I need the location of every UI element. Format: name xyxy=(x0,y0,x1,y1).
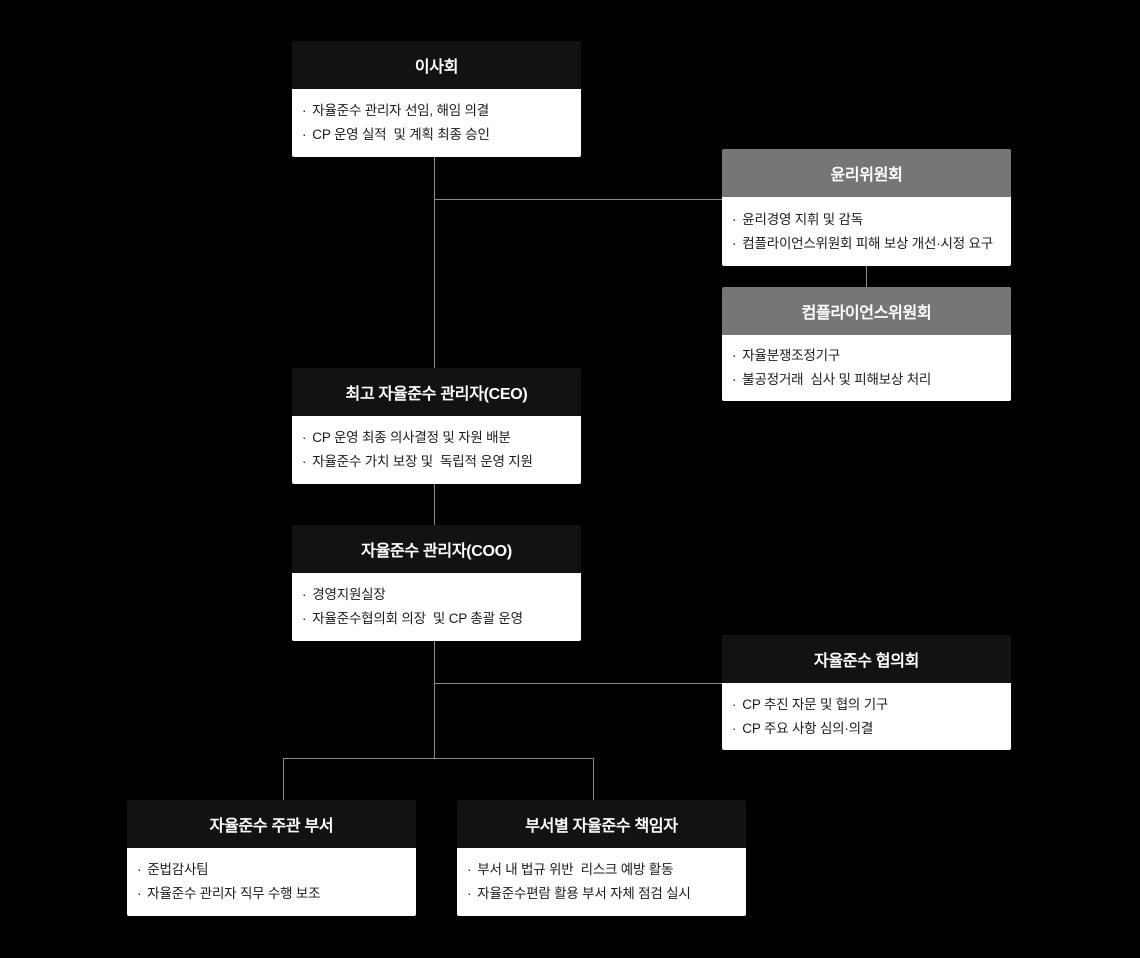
org-node-department-managers: 부서별 자율준수 책임자 · 부서 내 법규 위반 리스크 예방 활동 · 자율… xyxy=(457,800,746,916)
org-node-council-title: 자율준수 협의회 xyxy=(813,653,920,670)
list-item: · CP 추진 자문 및 협의 기구 xyxy=(732,695,1001,715)
org-node-department-managers-header: 부서별 자율준수 책임자 xyxy=(457,800,746,848)
org-node-ethics-committee-header: 윤리위원회 xyxy=(722,149,1011,197)
list-item-text: 경영지원실장 xyxy=(312,587,386,602)
bullet-dot: · xyxy=(732,235,737,251)
list-item: · CP 운영 최종 의사결정 및 자원 배분 xyxy=(302,428,571,448)
bullet-dot: · xyxy=(732,348,737,363)
list-item-text: CP 운영 최종 의사결정 및 자원 배분 xyxy=(312,430,511,445)
list-item: · 자율분쟁조정기구 xyxy=(732,346,1001,366)
list-item: · 컴플라이언스위원회 피해 보상 개선·시정 요구 xyxy=(732,234,1001,254)
connector-branch-to-council xyxy=(434,683,722,684)
org-node-ethics-committee: 윤리위원회 · 윤리경영 지휘 및 감독 · 컴플라이언스위원회 피해 보상 개… xyxy=(722,149,1011,266)
org-node-ethics-committee-title: 윤리위원회 xyxy=(830,167,903,184)
list-item: · 경영지원실장 xyxy=(302,585,571,605)
org-node-board: 이사회 · 자율준수 관리자 선임, 해임 의결 · CP 운영 실적 및 계획… xyxy=(292,41,581,157)
list-item: · CP 운영 실적 및 계획 최종 승인 xyxy=(302,125,571,145)
org-node-coo: 자율준수 관리자(COO) · 경영지원실장 · 자율준수협의회 의장 및 CP… xyxy=(292,525,581,641)
bullet-dot: · xyxy=(302,127,307,142)
org-node-board-header: 이사회 xyxy=(292,41,581,89)
list-item-text: CP 운영 실적 및 계획 최종 승인 xyxy=(312,127,490,142)
connector-ethics-to-compliance-committee xyxy=(866,266,867,287)
org-node-council-body: · CP 추진 자문 및 협의 기구 · CP 주요 사항 심의·의결 xyxy=(722,683,1011,750)
connector-drop-to-lead-department xyxy=(283,758,284,800)
bullet-dot: · xyxy=(732,720,737,736)
bullet-dot: · xyxy=(302,454,307,469)
org-node-lead-department-header: 자율준수 주관 부서 xyxy=(127,800,416,848)
org-node-lead-department-body: · 준법감사팀 · 자율준수 관리자 직무 수행 보조 xyxy=(127,848,416,916)
bullet-dot: · xyxy=(732,211,737,227)
org-node-compliance-committee-title: 컴플라이언스위원회 xyxy=(801,305,932,322)
list-item: · 부서 내 법규 위반 리스크 예방 활동 xyxy=(467,860,736,880)
org-node-coo-header: 자율준수 관리자(COO) xyxy=(292,525,581,573)
org-node-ethics-committee-body: · 윤리경영 지휘 및 감독 · 컴플라이언스위원회 피해 보상 개선·시정 요… xyxy=(722,197,1011,266)
list-item-text: 자율준수편람 활용 부서 자체 점검 실시 xyxy=(477,886,691,901)
bullet-dot: · xyxy=(732,372,737,387)
org-node-department-managers-title: 부서별 자율준수 책임자 xyxy=(525,818,678,835)
list-item-text: 자율준수협의회 의장 및 CP 총괄 운영 xyxy=(312,611,523,626)
org-node-compliance-committee-body: · 자율분쟁조정기구 · 불공정거래 심사 및 피해보상 처리 xyxy=(722,335,1011,401)
bullet-dot: · xyxy=(467,886,472,901)
org-node-lead-department-title: 자율준수 주관 부서 xyxy=(209,818,334,835)
connector-branch-to-ethics-committee xyxy=(434,199,722,200)
list-item-text: CP 추진 자문 및 협의 기구 xyxy=(742,696,889,712)
list-item: · 자율준수편람 활용 부서 자체 점검 실시 xyxy=(467,884,736,904)
list-item: · 불공정거래 심사 및 피해보상 처리 xyxy=(732,370,1001,390)
org-node-coo-body: · 경영지원실장 · 자율준수협의회 의장 및 CP 총괄 운영 xyxy=(292,573,581,641)
bullet-dot: · xyxy=(137,862,142,877)
list-item: · 자율준수 가치 보장 및 독립적 운영 지원 xyxy=(302,452,571,472)
org-node-department-managers-body: · 부서 내 법규 위반 리스크 예방 활동 · 자율준수편람 활용 부서 자체… xyxy=(457,848,746,916)
list-item-text: 자율준수 가치 보장 및 독립적 운영 지원 xyxy=(312,454,533,469)
org-node-board-body: · 자율준수 관리자 선임, 해임 의결 · CP 운영 실적 및 계획 최종 … xyxy=(292,89,581,157)
org-node-board-title: 이사회 xyxy=(414,59,459,76)
list-item: · 윤리경영 지휘 및 감독 xyxy=(732,210,1001,230)
org-node-coo-title: 자율준수 관리자(COO) xyxy=(361,543,512,560)
list-item: · 준법감사팀 xyxy=(137,860,406,880)
bullet-dot: · xyxy=(137,886,142,901)
list-item-text: 윤리경영 지휘 및 감독 xyxy=(742,211,863,227)
list-item-text: 자율준수 관리자 직무 수행 보조 xyxy=(147,886,321,901)
list-item-text: 자율준수 관리자 선임, 해임 의결 xyxy=(312,103,489,118)
connector-coo-to-bottom-rail xyxy=(434,641,435,758)
org-node-ceo-title: 최고 자율준수 관리자(CEO) xyxy=(345,386,528,403)
list-item: · 자율준수협의회 의장 및 CP 총괄 운영 xyxy=(302,609,571,629)
bullet-dot: · xyxy=(302,611,307,626)
list-item-text: CP 주요 사항 심의·의결 xyxy=(742,720,874,736)
org-node-ceo-header: 최고 자율준수 관리자(CEO) xyxy=(292,368,581,416)
connector-board-to-ceo xyxy=(434,157,435,368)
connector-bottom-rail xyxy=(283,758,594,759)
bullet-dot: · xyxy=(302,430,307,445)
list-item: · 자율준수 관리자 직무 수행 보조 xyxy=(137,884,406,904)
org-node-compliance-committee: 컴플라이언스위원회 · 자율분쟁조정기구 · 불공정거래 심사 및 피해보상 처… xyxy=(722,287,1011,401)
org-node-council: 자율준수 협의회 · CP 추진 자문 및 협의 기구 · CP 주요 사항 심… xyxy=(722,635,1011,750)
bullet-dot: · xyxy=(467,862,472,877)
bullet-dot: · xyxy=(302,103,307,118)
org-node-lead-department: 자율준수 주관 부서 · 준법감사팀 · 자율준수 관리자 직무 수행 보조 xyxy=(127,800,416,916)
list-item-text: 자율분쟁조정기구 xyxy=(742,348,841,363)
list-item-text: 컴플라이언스위원회 피해 보상 개선·시정 요구 xyxy=(742,235,993,251)
bullet-dot: · xyxy=(732,696,737,712)
org-node-ceo: 최고 자율준수 관리자(CEO) · CP 운영 최종 의사결정 및 자원 배분… xyxy=(292,368,581,484)
list-item-text: 부서 내 법규 위반 리스크 예방 활동 xyxy=(477,862,674,877)
org-node-council-header: 자율준수 협의회 xyxy=(722,635,1011,683)
bullet-dot: · xyxy=(302,587,307,602)
list-item-text: 준법감사팀 xyxy=(147,862,209,877)
list-item: · CP 주요 사항 심의·의결 xyxy=(732,719,1001,739)
list-item: · 자율준수 관리자 선임, 해임 의결 xyxy=(302,101,571,121)
org-node-compliance-committee-header: 컴플라이언스위원회 xyxy=(722,287,1011,335)
connector-drop-to-department-managers xyxy=(593,758,594,800)
connector-ceo-to-coo xyxy=(434,484,435,525)
org-node-ceo-body: · CP 운영 최종 의사결정 및 자원 배분 · 자율준수 가치 보장 및 독… xyxy=(292,416,581,484)
list-item-text: 불공정거래 심사 및 피해보상 처리 xyxy=(742,372,932,387)
